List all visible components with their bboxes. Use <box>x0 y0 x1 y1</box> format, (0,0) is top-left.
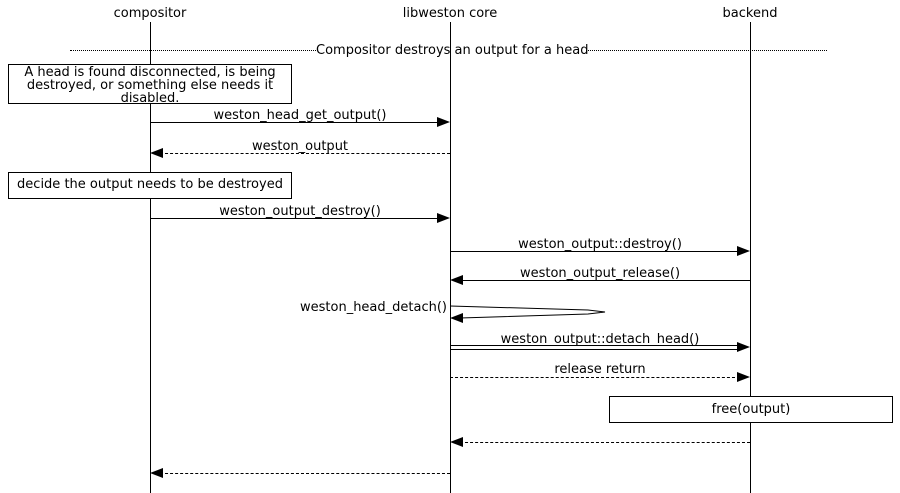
divider-label: Compositor destroys an output for a head <box>316 43 589 58</box>
msg-return-backend-line <box>460 442 750 443</box>
note-decide-destroy-text: decide the output needs to be destroyed <box>17 177 283 192</box>
msg-weston-output-detach-head-line-bottom <box>450 349 740 350</box>
arrowhead-left-icon <box>150 148 163 158</box>
msg-release-return-line <box>450 377 740 378</box>
actor-backend: backend <box>722 6 778 21</box>
msg-weston-output-destroy-line <box>150 218 440 219</box>
divider-line-right <box>586 50 827 51</box>
msg-weston-output-line <box>160 153 450 154</box>
msg-weston-output-detach-head-line-top <box>450 345 740 346</box>
arrowhead-left-icon <box>450 275 463 285</box>
arrowhead-right-icon <box>737 372 750 382</box>
arrowhead-right-icon <box>437 213 450 223</box>
action-box-free-output: free(output) <box>609 396 893 423</box>
note-head-disconnected: A head is found disconnected, is being d… <box>8 64 292 106</box>
msg-weston-head-get-output-line <box>150 122 440 123</box>
arrowhead-right-icon <box>737 342 750 352</box>
arrowhead-left-icon <box>150 468 163 478</box>
msg-weston-output-release-line <box>460 280 750 281</box>
self-loop-arrow <box>450 305 606 319</box>
action-box-free-output-text: free(output) <box>711 402 791 417</box>
lifeline-compositor <box>150 22 151 493</box>
msg-weston-output-label: weston_output <box>251 139 349 154</box>
msg-release-return-label: release return <box>554 362 646 377</box>
arrowhead-left-icon <box>450 313 463 323</box>
msg-weston-output-coloncolon-destroy-line <box>450 251 740 252</box>
msg-weston-output-release-label: weston_output_release() <box>519 266 681 281</box>
msg-weston-output-coloncolon-destroy-label: weston_output::destroy() <box>518 237 682 252</box>
note-decide-destroy: decide the output needs to be destroyed <box>8 172 292 199</box>
msg-weston-head-detach-label: weston_head_detach() <box>300 300 447 315</box>
msg-return-compositor-line <box>160 473 450 474</box>
arrowhead-right-icon <box>437 117 450 127</box>
arrowhead-right-icon <box>737 246 750 256</box>
msg-weston-output-destroy-label: weston_output_destroy() <box>219 204 381 219</box>
msg-weston-head-get-output-label: weston_head_get_output() <box>213 108 387 123</box>
divider-line-left <box>70 50 316 51</box>
lifeline-backend <box>750 22 751 493</box>
note-head-disconnected-text: A head is found disconnected, is being d… <box>24 65 276 106</box>
msg-weston-output-detach-head-label: weston_output::detach_head() <box>500 332 700 347</box>
arrowhead-left-icon <box>450 437 463 447</box>
lifeline-libweston-core <box>450 22 451 493</box>
actor-libweston-core: libweston core <box>402 6 498 21</box>
actor-compositor: compositor <box>113 6 187 21</box>
